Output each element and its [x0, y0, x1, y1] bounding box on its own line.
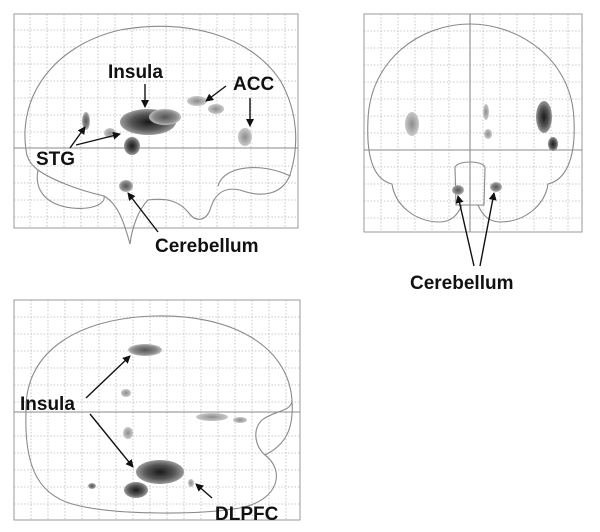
- label-cerebellum: Cerebellum: [155, 236, 258, 257]
- activation-axial-small-2: [123, 427, 133, 439]
- arrow-stg-2: [75, 131, 121, 146]
- activation-acc: [238, 128, 252, 146]
- label-axial-dlpfc: DLPFC: [215, 504, 279, 525]
- activation-coronal-mid-1: [483, 104, 489, 120]
- sagittal-view: Insula ACC STG Cerebellum: [13, 13, 299, 257]
- activation-axial-mid-2: [233, 417, 247, 423]
- activation-axial-dlpfc: [188, 479, 194, 487]
- activation-stg-lower: [124, 137, 140, 155]
- axial-frame: [13, 299, 301, 521]
- sagittal-grid: [14, 14, 298, 228]
- activation-axial-small-3: [88, 483, 96, 489]
- coronal-frame: [363, 13, 583, 233]
- label-coronal-cerebellum: Cerebellum: [410, 273, 513, 294]
- arrow-axial-dlpfc: [195, 483, 213, 499]
- activation-axial-insula-lower: [136, 460, 184, 484]
- sagittal-frontal-curve: [217, 167, 291, 187]
- label-insula: Insula: [108, 62, 163, 83]
- activation-axial-small-1: [121, 389, 131, 397]
- axial-cerebellum-curve: [255, 399, 293, 456]
- activation-coronal-right-lower: [548, 137, 558, 151]
- arrow-coronal-cerebellum-right: [479, 192, 497, 267]
- activation-acc-upper: [187, 96, 207, 106]
- label-acc: ACC: [233, 74, 274, 95]
- axial-activations: [88, 344, 247, 498]
- arrow-stg-1: [69, 126, 86, 149]
- arrow-coronal-cerebellum-left: [455, 195, 475, 267]
- activation-acc-mid: [208, 104, 224, 114]
- sagittal-activations: [82, 96, 252, 192]
- activation-stg: [82, 112, 90, 130]
- activation-coronal-left: [405, 112, 419, 136]
- coronal-view: Cerebellum: [363, 13, 583, 294]
- sagittal-brain-outline: [24, 25, 297, 245]
- label-stg: STG: [36, 149, 75, 170]
- arrow-axial-insula-upper: [85, 355, 131, 399]
- label-axial-insula: Insula: [20, 394, 75, 415]
- activation-insula-ext: [149, 109, 181, 125]
- activation-cerebellum: [119, 180, 133, 192]
- axial-brain-outline: [25, 315, 293, 514]
- activation-axial-insula-upper: [128, 344, 162, 356]
- coronal-activations: [405, 101, 558, 195]
- sagittal-frame: [13, 13, 299, 229]
- activation-coronal-mid-2: [484, 129, 492, 139]
- axial-view: Insula DLPFC: [13, 299, 301, 525]
- activation-axial-mid: [196, 413, 228, 421]
- activation-coronal-cerebellum-left: [452, 185, 464, 195]
- activation-coronal-right: [536, 101, 552, 133]
- coronal-brainstem: [454, 161, 486, 206]
- coronal-grid: [364, 14, 582, 232]
- activation-axial-insula-lower-2: [124, 482, 148, 498]
- arrow-axial-insula-lower: [89, 413, 134, 468]
- arrow-acc-1: [205, 85, 227, 102]
- sagittal-cerebellum-outline: [36, 169, 105, 209]
- arrow-cerebellum: [127, 192, 159, 233]
- activation-coronal-cerebellum-right: [490, 182, 502, 192]
